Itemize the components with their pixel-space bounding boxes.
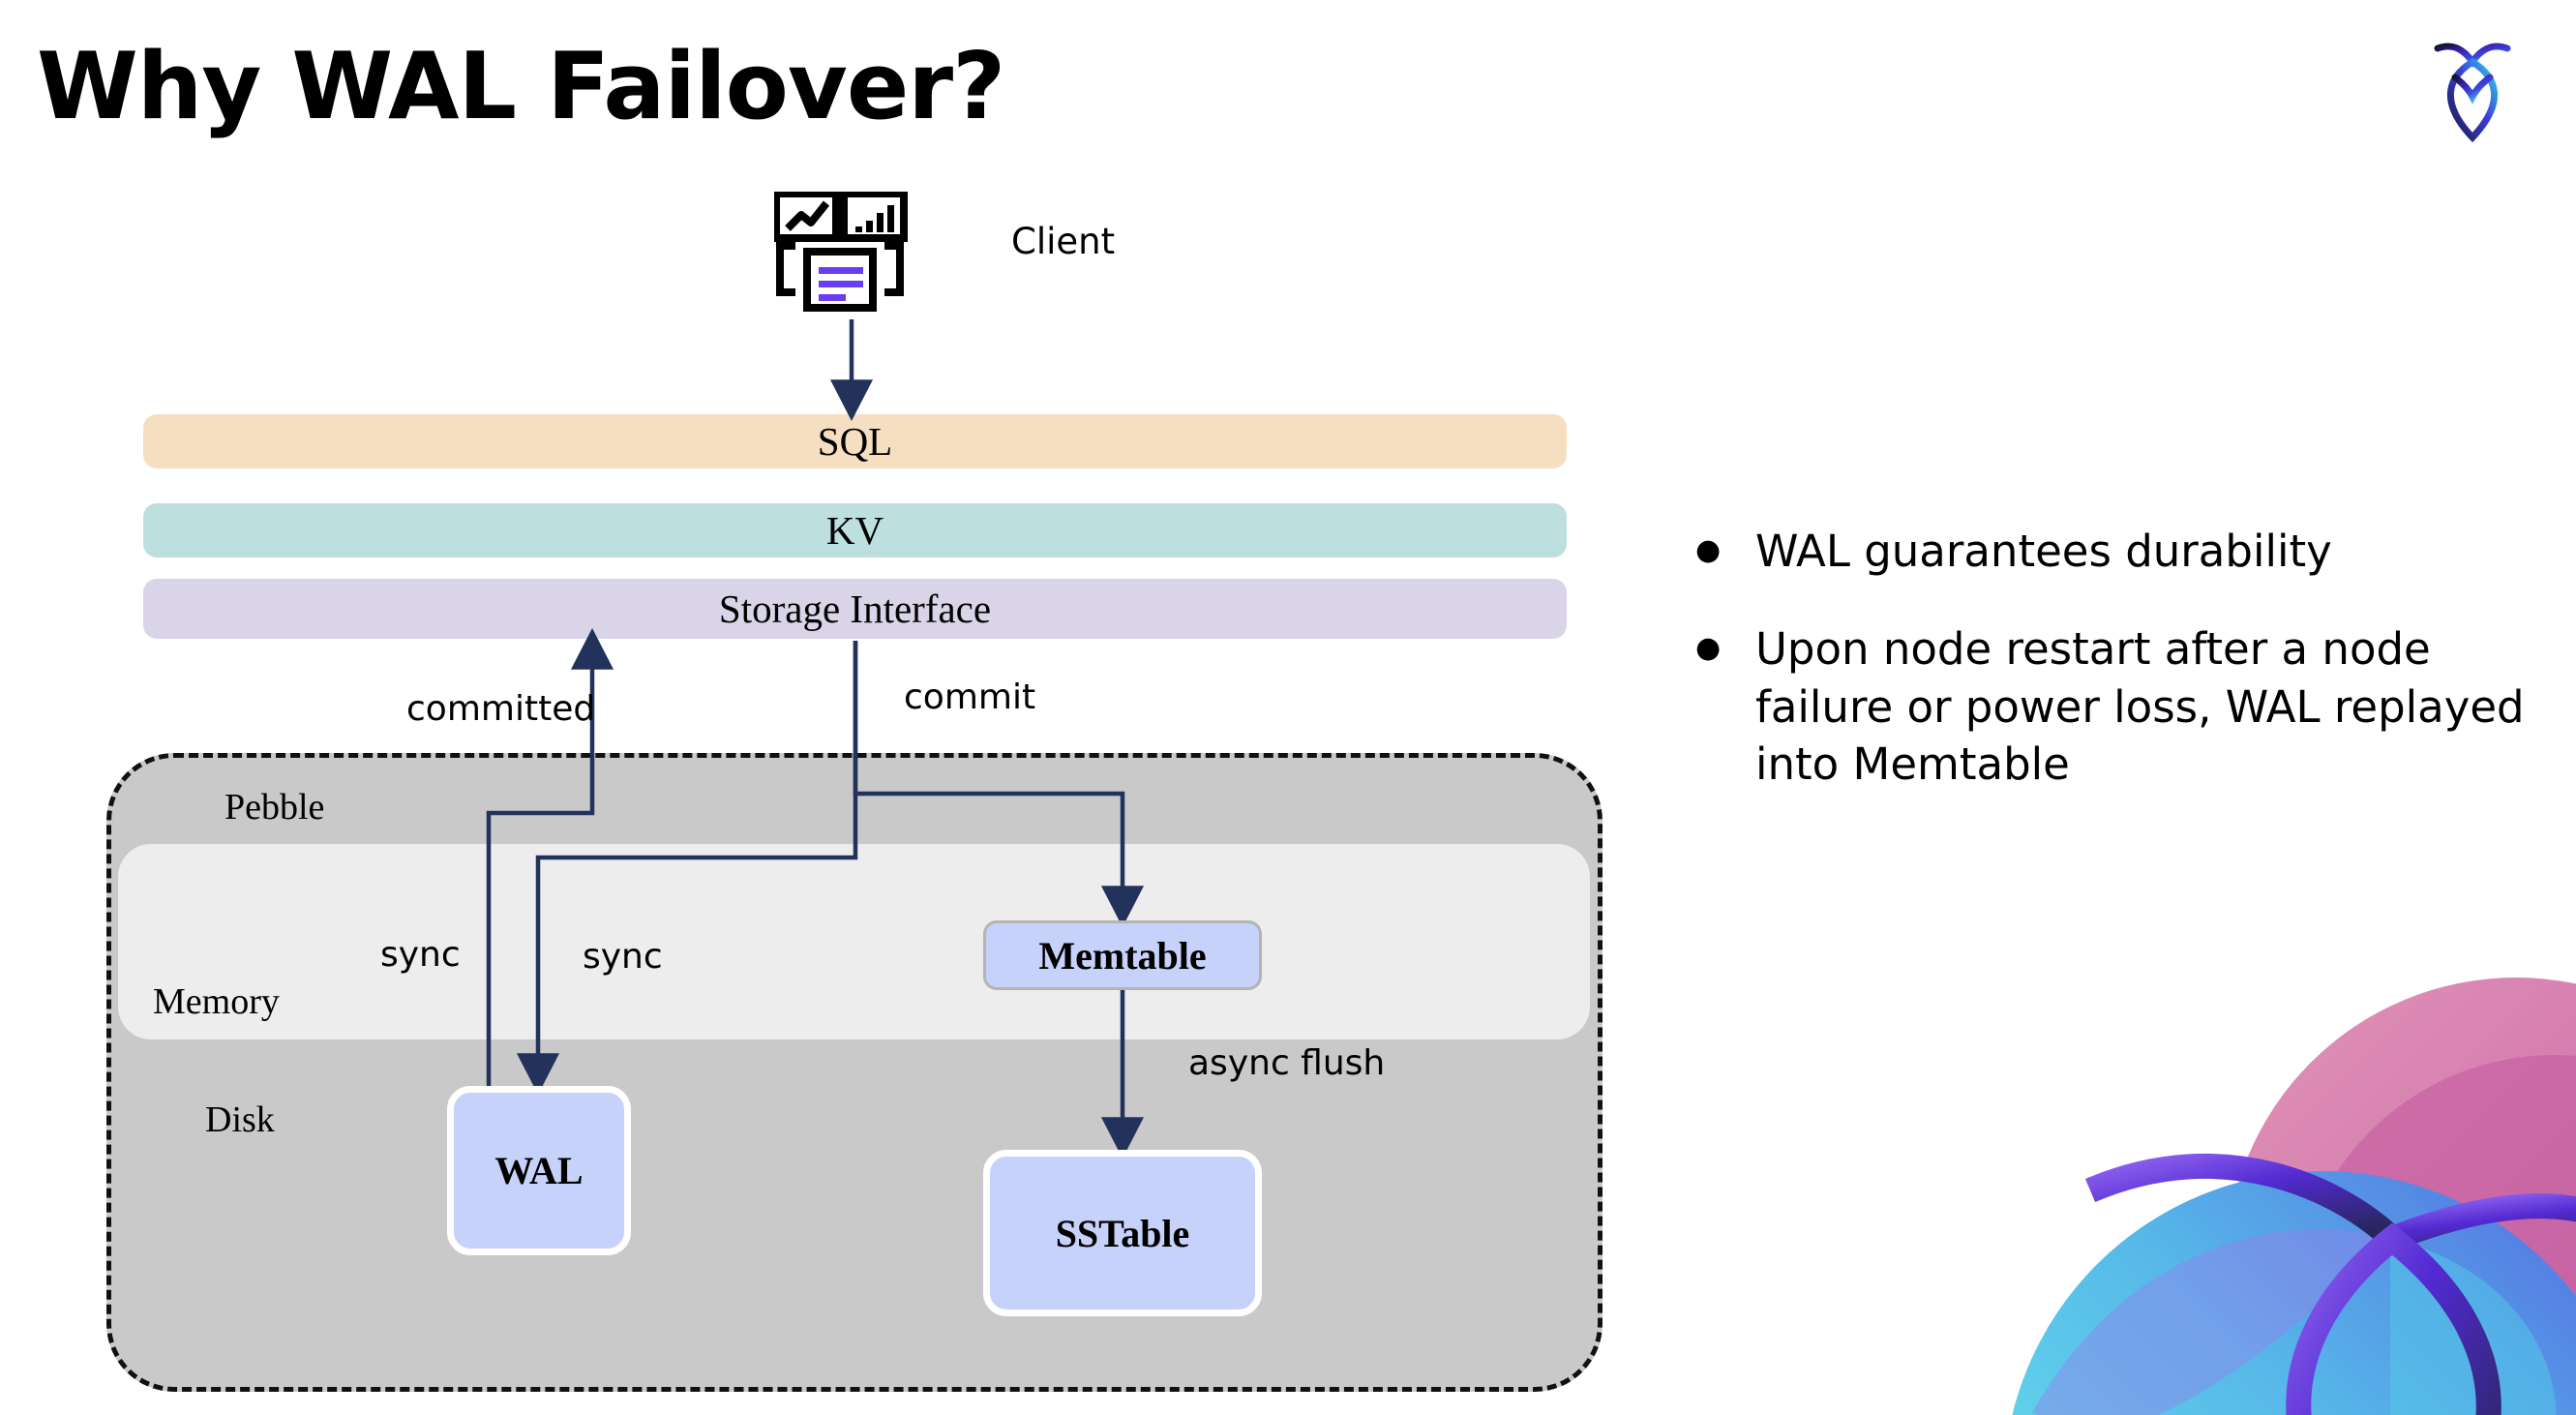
bullet-text: Upon node restart after a node failure o… [1755,623,2525,791]
edge-label-sync-1: sync [380,935,461,975]
layer-bar-storage-interface: Storage Interface [143,579,1567,639]
node-sstable[interactable]: SSTable [983,1150,1262,1316]
node-memtable[interactable]: Memtable [983,920,1262,990]
memory-container [118,844,1590,1039]
bullet-list: ● WAL guarantees durability ● Upon node … [1695,523,2547,834]
bullet-text: WAL guarantees durability [1755,526,2332,577]
pebble-label: Pebble [225,787,325,828]
list-item: ● Upon node restart after a node failure… [1695,620,2547,793]
edge-label-commit: commit [904,677,1036,717]
node-label-sstable: SSTable [1055,1211,1190,1255]
client-dashboard-icon [774,192,908,312]
cockroach-logo-icon [2434,43,2511,143]
layer-label-storage-interface: Storage Interface [718,587,992,631]
cockroach-watermark-icon [2012,978,2576,1415]
disk-label: Disk [205,1099,275,1140]
edge-label-async-flush: async flush [1188,1043,1386,1083]
architecture-diagram: Client SQL KV Storage Interface Pebble M… [106,192,1603,1392]
layer-label-sql: SQL [817,419,893,464]
edge-label-sync-2: sync [583,937,663,977]
node-label-wal: WAL [494,1149,584,1192]
bullet-marker-icon: ● [1695,631,1722,666]
client-label: Client [1011,221,1116,262]
node-wal[interactable]: WAL [447,1086,631,1255]
list-item: ● WAL guarantees durability [1695,523,2547,580]
memory-label: Memory [153,981,280,1022]
layer-bar-kv: KV [143,503,1567,557]
layer-label-kv: KV [825,508,884,553]
edge-label-committed: committed [406,689,596,729]
node-label-memtable: Memtable [1038,933,1207,978]
page-title: Why WAL Failover? [37,34,1005,140]
bullet-marker-icon: ● [1695,533,1722,567]
layer-bar-sql: SQL [143,414,1567,468]
